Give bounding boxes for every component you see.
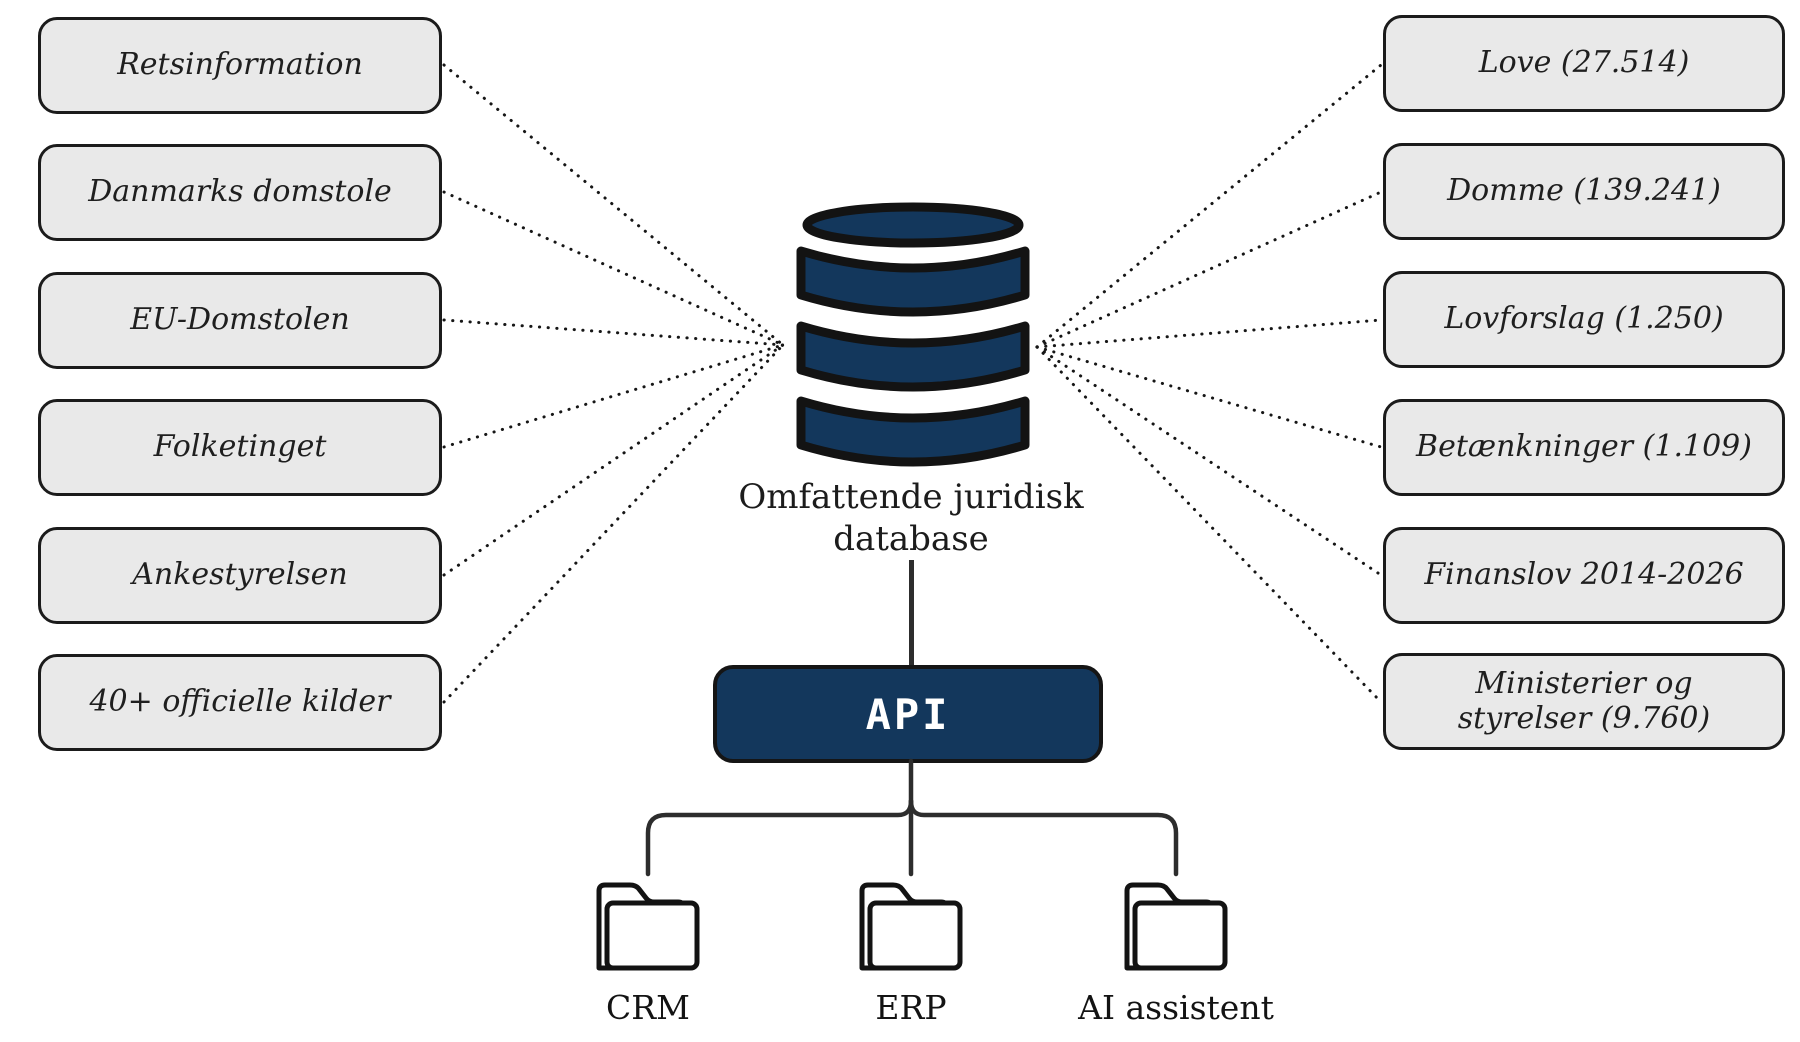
dotted-connector (1035, 63, 1383, 349)
source-box: Retsinformation (38, 17, 442, 114)
dotted-connector (442, 63, 785, 347)
source-box: Danmarks domstole (38, 144, 442, 241)
content-label: Love (27.514) (1478, 45, 1690, 81)
content-box: Betænkninger (1.109) (1383, 399, 1785, 496)
source-label: 40+ officielle kilder (89, 684, 391, 720)
source-label: Ankestyrelsen (132, 557, 348, 593)
source-box: Folketinget (38, 399, 442, 496)
content-box: Lovforslag (1.250) (1383, 271, 1785, 368)
content-label: Ministerier og styrelser (9.760) (1457, 666, 1711, 736)
api-label: API (865, 689, 951, 739)
content-label: Domme (139.241) (1447, 173, 1721, 209)
consumer-label: AI assistent (1078, 988, 1274, 1027)
dotted-connector (1035, 190, 1383, 349)
dotted-connector (1035, 345, 1383, 449)
folder-icon (859, 882, 963, 971)
source-label: EU-Domstolen (130, 302, 350, 338)
dotted-connector (442, 343, 785, 449)
database-api-connector (909, 560, 914, 666)
database-label: Omfattende juridisk database (738, 477, 1084, 560)
content-box: Finanslov 2014-2026 (1383, 527, 1785, 624)
dotted-connector (442, 190, 785, 347)
folder-icon (1124, 882, 1228, 971)
dotted-connector (1035, 318, 1383, 349)
source-label: Folketinget (153, 429, 327, 465)
consumer-label: ERP (875, 988, 947, 1027)
content-box: Domme (139.241) (1383, 143, 1785, 240)
source-label: Retsinformation (117, 47, 363, 83)
api-box: API (713, 665, 1103, 763)
dotted-connector (442, 318, 785, 347)
content-box: Love (27.514) (1383, 15, 1785, 112)
folder-icon (596, 882, 700, 971)
database-cylinder-icon (796, 202, 1030, 467)
consumer-label: CRM (606, 988, 690, 1027)
content-box: Ministerier og styrelser (9.760) (1383, 653, 1785, 750)
content-label: Lovforslag (1.250) (1444, 301, 1724, 337)
content-label: Finanslov 2014-2026 (1424, 557, 1744, 593)
source-box: 40+ officielle kilder (38, 654, 442, 751)
content-label: Betænkninger (1.109) (1416, 429, 1752, 465)
source-box: Ankestyrelsen (38, 527, 442, 624)
source-box: EU-Domstolen (38, 272, 442, 369)
source-label: Danmarks domstole (88, 174, 392, 210)
